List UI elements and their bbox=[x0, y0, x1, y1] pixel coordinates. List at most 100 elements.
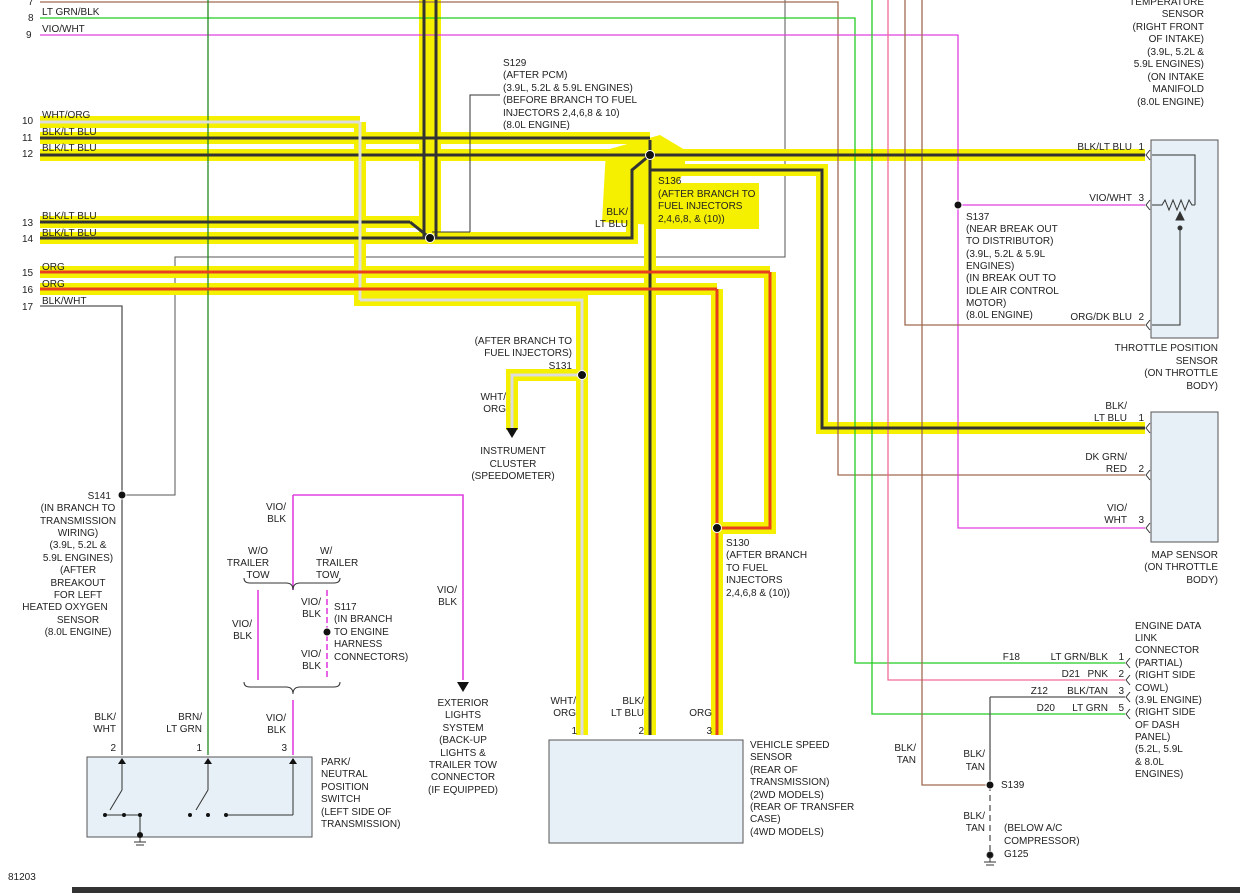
svg-text:SENSOR: SENSOR bbox=[750, 752, 792, 763]
svg-text:W/O: W/O bbox=[248, 546, 268, 557]
svg-text:LT GRN/BLK: LT GRN/BLK bbox=[1051, 652, 1109, 663]
svg-text:(LEFT SIDE OF: (LEFT SIDE OF bbox=[321, 807, 391, 818]
svg-text:TO DISTRIBUTOR): TO DISTRIBUTOR) bbox=[966, 236, 1053, 247]
svg-text:BLK/: BLK/ bbox=[963, 749, 985, 760]
svg-text:ENGINES): ENGINES) bbox=[1135, 769, 1183, 780]
svg-text:(AFTER: (AFTER bbox=[60, 565, 96, 576]
bottom-bar bbox=[72, 887, 1240, 893]
pnp-label: PARK/ NEUTRAL POSITION SWITCH (LEFT SIDE… bbox=[321, 757, 400, 830]
svg-text:BLK: BLK bbox=[302, 661, 321, 672]
pin-num: 9 bbox=[26, 30, 32, 41]
pin-num: 7 bbox=[28, 0, 34, 8]
svg-text:PARK/: PARK/ bbox=[321, 757, 350, 768]
pnp-pin-labels: BLK/ WHT 2 BRN/ LT GRN 1 3 bbox=[93, 712, 287, 754]
svg-text:INJECTORS 2,4,6,8 & 10): INJECTORS 2,4,6,8 & 10) bbox=[503, 108, 620, 119]
svg-text:(8.0L ENGINE): (8.0L ENGINE) bbox=[1137, 97, 1204, 108]
svg-text:VIO/: VIO/ bbox=[1107, 503, 1127, 514]
s139-dot bbox=[985, 780, 995, 790]
wire-label: LT GRN/BLK bbox=[42, 7, 100, 18]
tps-internals bbox=[1152, 154, 1196, 326]
svg-text:(NEAR BREAK OUT: (NEAR BREAK OUT bbox=[966, 224, 1058, 235]
svg-text:VEHICLE SPEED: VEHICLE SPEED bbox=[750, 740, 829, 751]
svg-text:TOW: TOW bbox=[316, 570, 340, 581]
svg-text:OF INTAKE): OF INTAKE) bbox=[1149, 34, 1204, 45]
svg-text:G125: G125 bbox=[1004, 849, 1029, 860]
svg-text:VIO/: VIO/ bbox=[266, 713, 286, 724]
core-wires bbox=[40, 0, 1145, 735]
s137-dot bbox=[953, 200, 963, 210]
svg-text:TRAILER TOW: TRAILER TOW bbox=[429, 760, 498, 771]
pnp-contacts bbox=[103, 758, 297, 838]
svg-text:ENGINE DATA: ENGINE DATA bbox=[1135, 621, 1202, 632]
diagram-id: 81203 bbox=[8, 872, 36, 883]
pin-num: 13 bbox=[22, 218, 34, 229]
svg-text:COMPRESSOR): COMPRESSOR) bbox=[1004, 836, 1080, 847]
svg-text:Z12: Z12 bbox=[1031, 686, 1049, 697]
svg-text:2: 2 bbox=[1138, 464, 1144, 475]
trailer-tow-labels: VIO/ BLK W/O TRAILER TOW W/ TRAILER TOW … bbox=[227, 502, 457, 736]
svg-text:THROTTLE POSITION: THROTTLE POSITION bbox=[1115, 343, 1218, 354]
svg-text:(AFTER BRANCH TO: (AFTER BRANCH TO bbox=[475, 336, 573, 347]
svg-text:S141: S141 bbox=[88, 491, 112, 502]
wire-label: BLK/LT BLU bbox=[42, 228, 97, 239]
svg-text:D20: D20 bbox=[1037, 703, 1056, 714]
svg-text:2: 2 bbox=[1138, 312, 1144, 323]
svg-text:BLK: BLK bbox=[438, 597, 457, 608]
svg-text:1: 1 bbox=[1138, 142, 1144, 153]
svg-text:3: 3 bbox=[706, 726, 712, 737]
pnp-internals bbox=[105, 760, 294, 846]
svg-text:ORG/DK BLU: ORG/DK BLU bbox=[1070, 312, 1132, 323]
svg-text:3: 3 bbox=[281, 743, 287, 754]
svg-text:LT BLU: LT BLU bbox=[1094, 413, 1127, 424]
s130-label: S130 (AFTER BRANCH TO FUEL INJECTORS 2,4… bbox=[726, 538, 807, 599]
svg-text:(8.0L ENGINE): (8.0L ENGINE) bbox=[45, 627, 112, 638]
pin-num: 15 bbox=[22, 268, 34, 279]
svg-text:NEUTRAL: NEUTRAL bbox=[321, 769, 368, 780]
exterior-lights-arrow bbox=[457, 682, 469, 692]
svg-text:BODY): BODY) bbox=[1186, 381, 1218, 392]
svg-text:ORG: ORG bbox=[689, 708, 712, 719]
s129-label: S129 (AFTER PCM) (3.9L, 5.2L & 5.9L ENGI… bbox=[503, 58, 638, 131]
s130-dot bbox=[712, 523, 722, 533]
svg-text:(IN BRANCH: (IN BRANCH bbox=[334, 614, 392, 625]
svg-text:(3.9L, 5.2L &: (3.9L, 5.2L & bbox=[1147, 47, 1204, 58]
svg-text:VIO/WHT: VIO/WHT bbox=[1089, 193, 1132, 204]
svg-text:BLK/: BLK/ bbox=[963, 811, 985, 822]
svg-text:(BEFORE BRANCH TO FUEL: (BEFORE BRANCH TO FUEL bbox=[503, 95, 638, 106]
svg-text:3: 3 bbox=[1138, 193, 1144, 204]
instrument-cluster-label: INSTRUMENT CLUSTER (SPEEDOMETER) bbox=[471, 446, 554, 482]
s141-label: S141 (IN BRANCH TO TRANSMISSION WIRING) … bbox=[22, 491, 116, 638]
svg-text:1: 1 bbox=[1138, 413, 1144, 424]
svg-text:TO FUEL: TO FUEL bbox=[726, 563, 768, 574]
wire-label: VIO/WHT bbox=[42, 24, 85, 35]
svg-text:(3.9L, 5.2L & 5.9L: (3.9L, 5.2L & 5.9L bbox=[966, 249, 1046, 260]
wire-label: BLK/LT BLU bbox=[42, 211, 97, 222]
svg-text:(AFTER PCM): (AFTER PCM) bbox=[503, 70, 567, 81]
svg-text:(5.2L, 5.9L: (5.2L, 5.9L bbox=[1135, 744, 1183, 755]
svg-text:WHT/: WHT/ bbox=[550, 696, 576, 707]
pin-arrows bbox=[1125, 149, 1151, 720]
svg-text:ENGINES): ENGINES) bbox=[966, 261, 1014, 272]
svg-text:S117: S117 bbox=[334, 602, 357, 613]
pin-num: 16 bbox=[22, 285, 34, 296]
svg-text:MANIFOLD: MANIFOLD bbox=[1152, 84, 1204, 95]
harness-outline bbox=[122, 0, 786, 496]
tps-label: THROTTLE POSITION SENSOR (ON THROTTLE BO… bbox=[1115, 343, 1219, 392]
svg-text:INJECTORS: INJECTORS bbox=[726, 575, 783, 586]
s117-label: S117 (IN BRANCH TO ENGINE HARNESS CONNEC… bbox=[334, 602, 408, 663]
svg-text:1: 1 bbox=[571, 726, 577, 737]
s136-label: S136 (AFTER BRANCH TO FUEL INJECTORS 2,4… bbox=[595, 176, 756, 230]
map-pin-labels: BLK/ LT BLU 1 DK GRN/ RED 2 VIO/ WHT 3 bbox=[1085, 401, 1144, 526]
svg-text:S129: S129 bbox=[503, 58, 527, 69]
svg-text:2: 2 bbox=[1118, 669, 1124, 680]
svg-text:BLK/: BLK/ bbox=[1105, 401, 1127, 412]
svg-text:S139: S139 bbox=[1001, 780, 1025, 791]
svg-text:SENSOR: SENSOR bbox=[1176, 356, 1218, 367]
svg-text:BLK/TAN: BLK/TAN bbox=[1067, 686, 1108, 697]
svg-text:INSTRUMENT: INSTRUMENT bbox=[480, 446, 546, 457]
left-pin-list: 7 8 LT GRN/BLK 9 VIO/WHT 10 WHT/ORG 11 B… bbox=[22, 0, 100, 313]
svg-text:2: 2 bbox=[638, 726, 644, 737]
svg-text:(RIGHT SIDE: (RIGHT SIDE bbox=[1135, 670, 1196, 681]
svg-text:(ON THROTTLE: (ON THROTTLE bbox=[1144, 562, 1218, 573]
